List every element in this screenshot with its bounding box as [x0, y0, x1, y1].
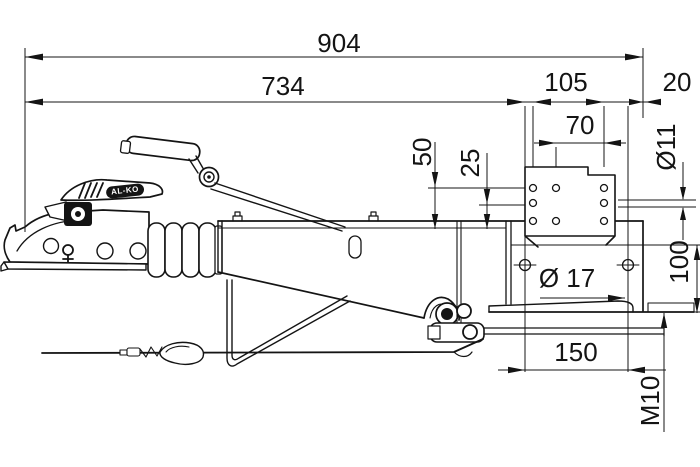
dim-base-hole-diameter: Ø 17 [538, 263, 596, 293]
rubber-bellows [147, 222, 223, 278]
spring-clip [139, 346, 163, 358]
dim-rear-offset: 20 [662, 67, 692, 97]
lock-key-icon [62, 244, 74, 264]
breakaway-cable [41, 338, 484, 366]
coupling-assembly [0, 135, 700, 367]
dim-hole-row-mid: 25 [455, 148, 485, 178]
dim-plate-hole-diameter: Ø11 [651, 123, 681, 171]
grip-ribs [78, 182, 104, 199]
base-plate [3, 261, 147, 271]
dim-hole-span-inner: 70 [565, 110, 595, 140]
dim-hole-row-top: 50 [407, 137, 437, 167]
dim-overall-length: 904 [317, 28, 361, 58]
handbrake-lever [119, 135, 346, 232]
dim-thread-size: M10 [635, 375, 665, 427]
dimension-arrows [25, 53, 700, 374]
brake-rod-linkage [427, 322, 665, 343]
bolt-head [368, 211, 379, 222]
dim-hole-span-outer: 105 [544, 67, 588, 97]
mounting-plate [524, 166, 616, 248]
dimension-lines [24, 48, 700, 432]
dim-base-hole-span: 150 [554, 337, 598, 367]
dim-length-to-bracket: 734 [261, 71, 305, 101]
dim-bracket-height: 100 [664, 240, 694, 284]
oval-slot [348, 235, 362, 259]
plate-holes [528, 183, 609, 226]
support-strut [226, 279, 351, 367]
bolt-head [232, 211, 243, 222]
coupling-head [0, 201, 150, 272]
base-bracket [488, 253, 695, 313]
